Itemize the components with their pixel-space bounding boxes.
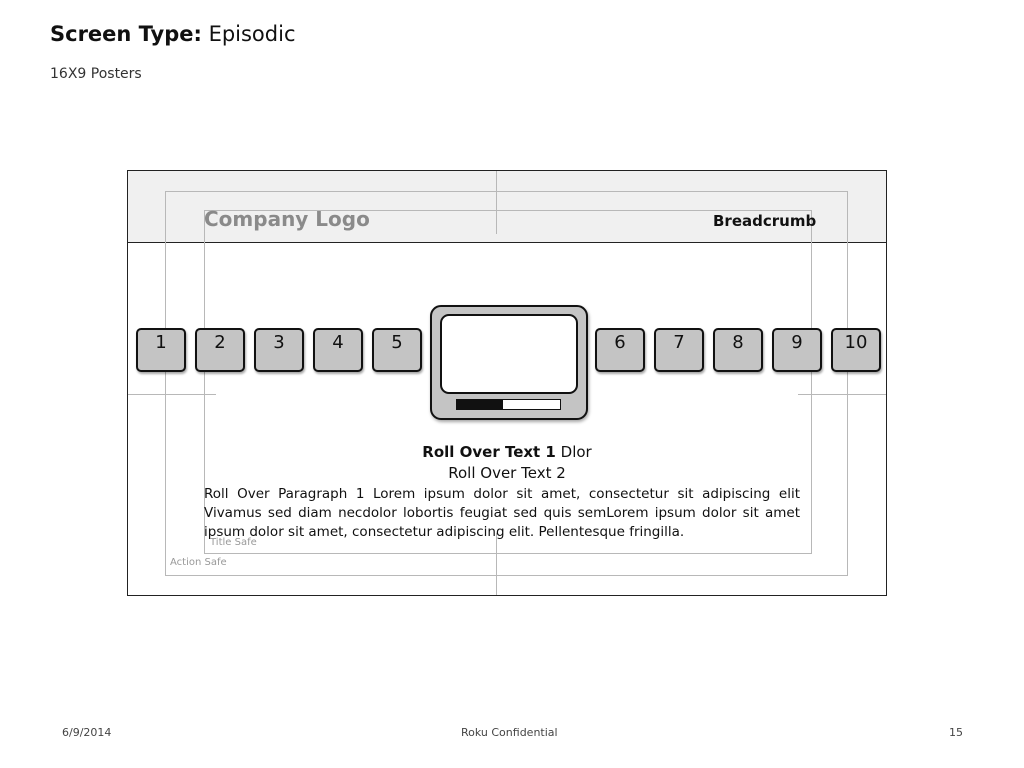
poster-tile-9[interactable]: 9 <box>772 328 822 372</box>
poster-tile-3[interactable]: 3 <box>254 328 304 372</box>
center-guide-top <box>496 171 497 234</box>
rollover-text-1-rest: Dlor <box>560 443 592 461</box>
screen-mockup: Company Logo Breadcrumb 1 2 3 4 5 6 7 8 … <box>127 170 887 596</box>
poster-tile-8[interactable]: 8 <box>713 328 763 372</box>
tv-screen <box>440 314 578 394</box>
action-safe-label: Action Safe <box>170 557 227 568</box>
poster-tile-2[interactable]: 2 <box>195 328 245 372</box>
breadcrumb: Breadcrumb <box>713 212 817 230</box>
poster-tile-5[interactable]: 5 <box>372 328 422 372</box>
poster-tile-6[interactable]: 6 <box>595 328 645 372</box>
slide-subtitle: 16X9 Posters <box>50 66 142 82</box>
rollover-paragraph: Roll Over Paragraph 1 Lorem ipsum dolor … <box>204 486 800 540</box>
company-logo: Company Logo <box>204 207 370 231</box>
rollover-text-2: Roll Over Text 2 <box>448 464 566 482</box>
page-number: 15 <box>949 726 963 739</box>
slide-title: Screen Type: Episodic <box>50 22 296 46</box>
footer-confidential: Roku Confidential <box>461 726 558 739</box>
poster-tile-1[interactable]: 1 <box>136 328 186 372</box>
center-guide-left <box>128 394 216 395</box>
screen-type-value: Episodic <box>208 22 296 46</box>
header-band <box>128 171 886 243</box>
rollover-text-1-bold: Roll Over Text 1 <box>422 443 556 461</box>
progress-bar <box>456 399 561 410</box>
footer-date: 6/9/2014 <box>62 726 112 739</box>
center-guide-bottom <box>496 533 497 595</box>
poster-tile-10[interactable]: 10 <box>831 328 881 372</box>
poster-tile-7[interactable]: 7 <box>654 328 704 372</box>
title-safe-guide <box>204 210 812 554</box>
rollover-text-1: Roll Over Text 1 Dlor <box>128 443 886 461</box>
action-safe-guide <box>165 191 848 576</box>
title-safe-label: Title Safe <box>210 537 257 548</box>
center-guide-right <box>798 394 886 395</box>
progress-bar-fill <box>457 400 504 409</box>
poster-tile-4[interactable]: 4 <box>313 328 363 372</box>
screen-type-label: Screen Type: <box>50 22 202 46</box>
focused-poster-tv-icon[interactable] <box>430 305 588 420</box>
